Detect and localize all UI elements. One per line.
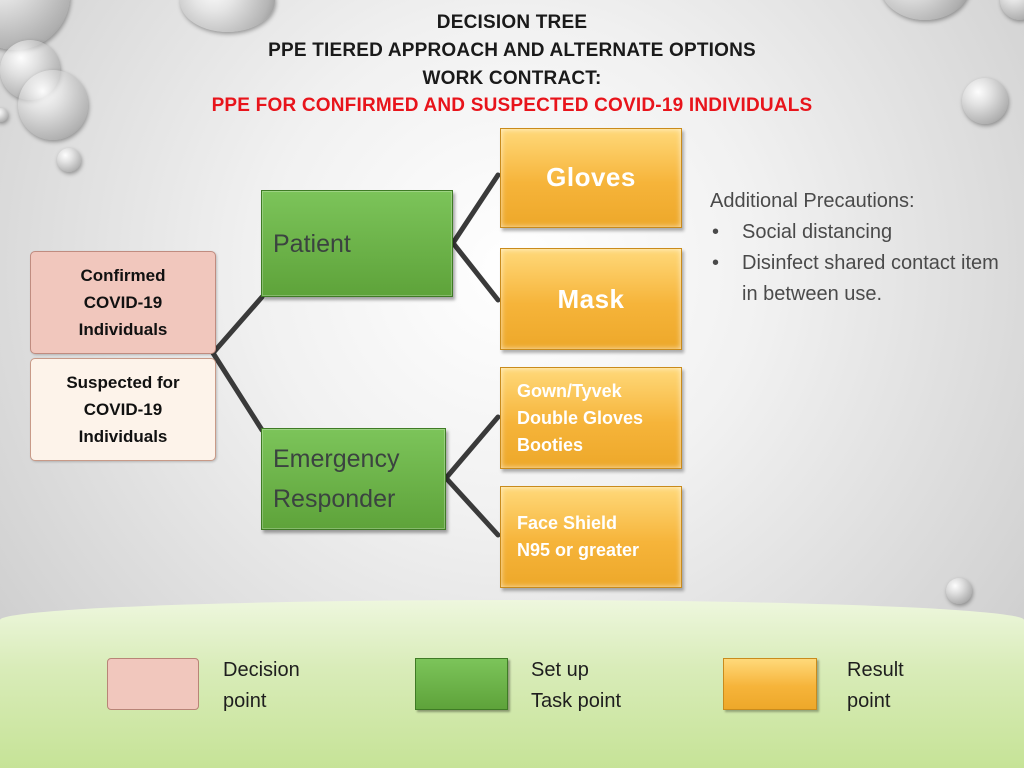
confirmed-line-1: Confirmed bbox=[80, 266, 166, 285]
bubble-decoration bbox=[0, 108, 8, 122]
bubble-decoration bbox=[880, 0, 970, 20]
shield-line-1: Face Shield bbox=[517, 513, 618, 533]
legend-label-setup: Set up Task point bbox=[531, 655, 621, 717]
legend-swatch-decision bbox=[107, 658, 199, 710]
bubble-decoration bbox=[946, 578, 972, 604]
setup-point-patient: Patient bbox=[261, 190, 453, 297]
bullet-icon: • bbox=[712, 221, 720, 243]
precaution-text: Disinfect shared contact item in between… bbox=[742, 252, 999, 305]
suspected-line-1: Suspected for bbox=[66, 373, 180, 392]
title-line-4: PPE FOR CONFIRMED AND SUSPECTED COVID-19… bbox=[211, 95, 813, 116]
additional-precautions: Additional Precautions: • Social distanc… bbox=[710, 186, 1000, 310]
result-point-gown-group: Gown/Tyvek Double Gloves Booties bbox=[500, 367, 682, 469]
bubble-decoration bbox=[1000, 0, 1024, 20]
legend-decision-line-1: Decision bbox=[223, 659, 300, 681]
suspected-line-3: Individuals bbox=[78, 427, 168, 446]
legend-setup-line-2: Task point bbox=[531, 690, 622, 712]
connector-responder-results bbox=[443, 414, 501, 538]
connector-patient-results bbox=[450, 172, 501, 303]
gown-line-1: Gown/Tyvek bbox=[517, 380, 622, 401]
result-point-mask: Mask bbox=[500, 248, 682, 350]
responder-line-1: Emergency bbox=[273, 445, 400, 473]
legend-setup-line-1: Set up bbox=[531, 659, 589, 681]
connector-decision-patient bbox=[210, 294, 265, 433]
title-line-2: PPE TIERED APPROACH AND ALTERNATE OPTION… bbox=[268, 40, 756, 61]
decision-point-confirmed: Confirmed COVID-19 Individuals bbox=[30, 251, 216, 354]
precautions-heading: Additional Precautions: bbox=[710, 190, 915, 212]
responder-line-2: Responder bbox=[273, 485, 396, 513]
patient-label: Patient bbox=[273, 229, 351, 258]
mask-label: Mask bbox=[557, 283, 625, 314]
legend-swatch-setup bbox=[415, 658, 508, 710]
legend-decision-line-2: point bbox=[223, 690, 267, 712]
confirmed-line-2: COVID-19 bbox=[83, 293, 163, 312]
precaution-text: Social distancing bbox=[742, 221, 893, 243]
precaution-item: • Disinfect shared contact item in betwe… bbox=[710, 248, 1000, 310]
suspected-line-2: COVID-19 bbox=[83, 400, 163, 419]
legend-result-line-1: Result bbox=[847, 659, 904, 681]
setup-point-responder: Emergency Responder bbox=[261, 428, 446, 530]
gown-line-2: Double Gloves bbox=[517, 407, 644, 428]
legend-label-result: Result point bbox=[847, 655, 904, 717]
gown-line-3: Booties bbox=[517, 434, 584, 455]
bubble-decoration bbox=[18, 70, 88, 140]
result-point-shield-group: Face Shield N95 or greater bbox=[500, 486, 682, 588]
precaution-item: • Social distancing bbox=[710, 217, 1000, 248]
precautions-list: • Social distancing • Disinfect shared c… bbox=[710, 217, 1000, 310]
title-line-1: DECISION TREE bbox=[436, 12, 588, 33]
title-line-3: WORK CONTRACT: bbox=[422, 68, 602, 89]
legend-swatch-result bbox=[723, 658, 817, 710]
legend-label-decision: Decision point bbox=[223, 655, 300, 717]
confirmed-line-3: Individuals bbox=[78, 320, 168, 339]
shield-line-2: N95 or greater bbox=[517, 540, 640, 560]
decision-point-suspected: Suspected for COVID-19 Individuals bbox=[30, 358, 216, 461]
bubble-decoration bbox=[962, 78, 1008, 124]
gloves-label: Gloves bbox=[546, 161, 636, 192]
bullet-icon: • bbox=[712, 252, 720, 274]
result-point-gloves: Gloves bbox=[500, 128, 682, 228]
legend-result-line-2: point bbox=[847, 690, 891, 712]
bubble-decoration bbox=[57, 148, 81, 172]
